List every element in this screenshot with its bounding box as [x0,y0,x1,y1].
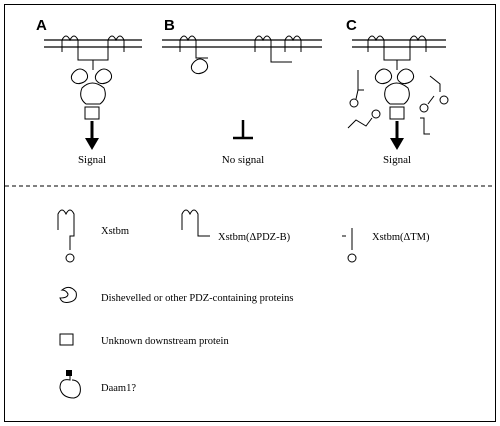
truncated-receptor-fragment [419,75,449,113]
signal-arrow-head [390,138,404,150]
receptor-icon [61,35,79,52]
panel-c-caption: Signal [383,154,411,166]
dishevelled-icon [94,68,113,85]
truncated-receptor-fragment [347,109,381,129]
receptor-icon [254,35,272,52]
legend-xstbm-dtm-label: Xstbm(ΔTM) [372,232,430,243]
receptor-icon [284,35,302,52]
panel-a: A Signal [36,17,142,166]
daam1-icon [384,82,410,105]
truncated-receptor-fragment [349,70,364,108]
xstbm-dpdz-icon [181,209,210,237]
legend-unknown-label: Unknown downstream protein [101,336,229,347]
legend-xstbm-label: Xstbm [101,226,129,237]
receptor-icon [107,35,125,52]
legend-xstbm-dpdz-label: Xstbm(ΔPDZ-B) [218,232,291,243]
receptor-icon [367,35,385,52]
dishevelled-icon [59,286,77,303]
panel-c: C Signal [346,17,449,166]
legend-item-daam: Daam1? [59,370,136,399]
receptor-icon [409,35,427,52]
unknown-protein-box-icon [389,106,405,120]
legend-daam-label: Daam1? [101,383,136,394]
legend-dishevelled-label: Dishevelled or other PDZ-containing prot… [101,293,293,304]
panel-b-caption: No signal [222,154,264,166]
dishevelled-icon [396,68,415,85]
legend-item-xstbm-dpdz: Xstbm(ΔPDZ-B) [181,209,291,243]
receptor-tail [270,52,292,63]
legend-item-xstbm: Xstbm [57,209,129,263]
daam1-icon [80,82,106,105]
daam1-icon [59,372,81,399]
panel-c-label: C [346,17,357,34]
truncated-receptor-fragment [420,117,430,135]
figure-border [4,4,496,422]
xstbm-icon [57,209,75,250]
receptor-tail [195,52,208,59]
legend: Xstbm Xstbm(ΔPDZ-B) Xstbm(ΔTM) Dishevell… [57,209,430,399]
unknown-protein-box-icon [59,333,74,346]
receptor-tail [383,52,411,61]
xstbm-dtm-icon [342,228,353,250]
dishevelled-icon [374,68,393,85]
panel-b: B No signal [162,17,322,166]
dishevelled-icon [190,58,209,75]
receptor-icon [179,35,197,52]
dishevelled-icon [70,68,89,85]
signal-arrow-head [85,138,99,150]
legend-item-dishevelled: Dishevelled or other PDZ-containing prot… [59,286,293,304]
panel-a-caption: Signal [78,154,106,166]
unknown-protein-box-icon [84,106,100,120]
legend-item-unknown: Unknown downstream protein [59,333,229,347]
panel-b-label: B [164,17,175,34]
receptor-tail [77,52,109,61]
panel-a-label: A [36,17,47,34]
daam1-icon-tab [66,370,72,376]
legend-item-xstbm-dtm: Xstbm(ΔTM) [342,228,430,263]
